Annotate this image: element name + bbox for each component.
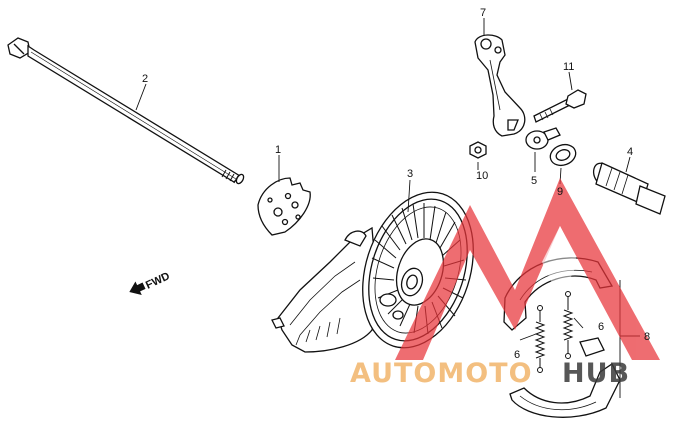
felt-seal bbox=[549, 143, 577, 167]
nut bbox=[469, 141, 487, 159]
callout-10: 10 bbox=[476, 170, 488, 182]
callout-2: 2 bbox=[142, 73, 148, 85]
callout-6-lower: 6 bbox=[514, 349, 520, 361]
brake-plate bbox=[257, 177, 311, 236]
callout-6-upper: 6 bbox=[598, 321, 604, 333]
callout-1: 1 bbox=[275, 144, 281, 156]
callout-11: 11 bbox=[563, 61, 574, 73]
shoe-springs bbox=[534, 291, 574, 373]
callout-8: 8 bbox=[644, 331, 650, 343]
brake-arm bbox=[474, 34, 526, 137]
forward-direction-label: FWD bbox=[144, 270, 172, 291]
callout-7: 7 bbox=[480, 7, 486, 19]
axle-bolt bbox=[7, 37, 245, 185]
callout-4: 4 bbox=[627, 146, 633, 158]
forward-arrow-icon: FWD bbox=[129, 270, 172, 296]
brake-cam bbox=[592, 162, 666, 215]
wear-indicator-plate bbox=[525, 127, 561, 150]
callout-5: 5 bbox=[531, 175, 537, 187]
watermark-text-primary: AUTOMOTO bbox=[350, 358, 533, 389]
callout-3: 3 bbox=[407, 168, 413, 180]
watermark bbox=[395, 178, 660, 360]
pinch-bolt bbox=[533, 89, 587, 123]
callout-9: 9 bbox=[557, 186, 563, 198]
watermark-text-secondary: HUB bbox=[562, 358, 630, 389]
